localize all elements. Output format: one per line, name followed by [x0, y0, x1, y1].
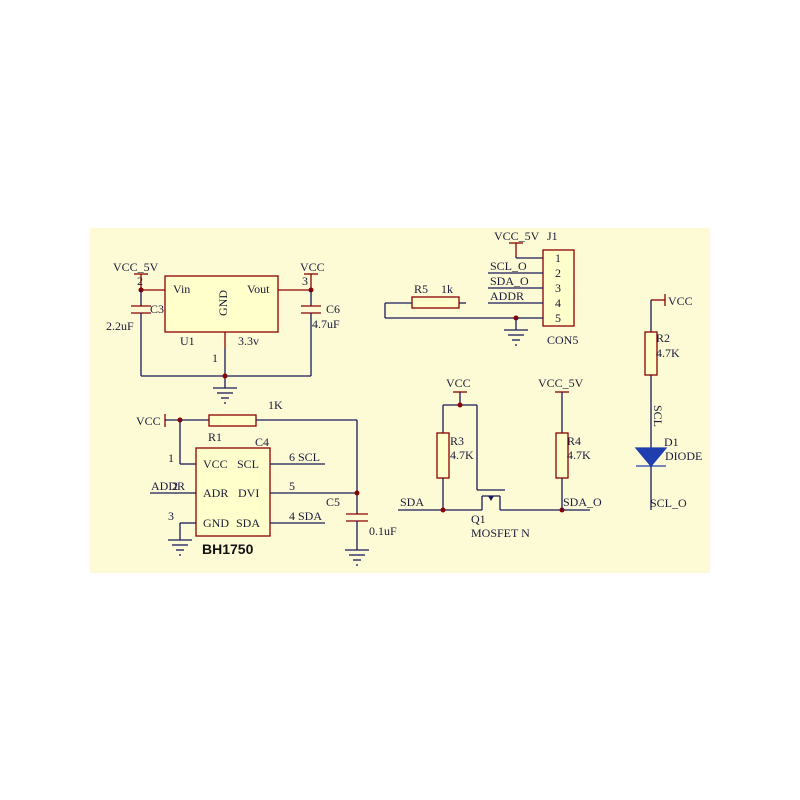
- sensor-num-2: 2: [172, 479, 178, 493]
- connector-name: CON5: [547, 333, 578, 347]
- sensor-num-6: 6: [289, 450, 295, 464]
- sensor-num-3: 3: [168, 509, 174, 523]
- c4-name: C4: [255, 435, 269, 449]
- regulator-vout-net: VCC: [300, 260, 325, 274]
- regulator-vout-pin: 3: [302, 274, 308, 288]
- connector-pin-4: 4: [555, 296, 561, 310]
- connector-designator: J1: [547, 229, 558, 243]
- regulator-section: VCC_5V 2 Vin Vout GND U1 3.3v 1 VCC 3 C3…: [106, 260, 340, 404]
- regulator-body: [164, 275, 279, 333]
- shifter-vcc-net: VCC: [446, 376, 471, 390]
- r1-body: [208, 414, 257, 427]
- r3-value: 4.7K: [450, 448, 474, 462]
- c3-name: C3: [150, 302, 164, 316]
- sensor-section: VCC R1 1K 1 C4 VCC SCL ADR DVI GND SDA B…: [136, 398, 397, 566]
- c3-value: 2.2uF: [106, 319, 134, 333]
- ground-symbol: [504, 329, 528, 346]
- sensor-pin-scl: SCL: [237, 457, 259, 471]
- level-shifter-section: VCC R3 4.7K Q1 MOSFET N SDA SDA_O VCC_5V…: [398, 376, 602, 540]
- connector-body: [542, 249, 575, 327]
- sensor-pin-adr: ADR: [203, 486, 228, 500]
- sensor-num-5: 5: [289, 479, 295, 493]
- sensor-chip-name: BH1750: [202, 541, 254, 557]
- regulator-vin-pin: 2: [137, 274, 143, 288]
- r1-value: 1K: [268, 398, 283, 412]
- regulator-vin-net: VCC_5V: [113, 260, 159, 274]
- sensor-num-1: 1: [168, 451, 174, 465]
- r3-body: [436, 432, 450, 479]
- sensor-pin-sda: SDA: [236, 516, 260, 530]
- regulator-designator: U1: [180, 334, 195, 348]
- junction-dot: [222, 373, 228, 379]
- d1-type: DIODE: [665, 449, 702, 463]
- sensor-pin-gnd: GND: [203, 516, 229, 530]
- r4-value: 4.7K: [567, 448, 591, 462]
- r1-name: R1: [208, 430, 222, 444]
- sensor-net-sda: SDA: [298, 509, 322, 523]
- junction-dot: [440, 507, 446, 513]
- sensor-body: [195, 447, 271, 537]
- regulator-value: 3.3v: [238, 334, 259, 348]
- junction-dot: [457, 402, 463, 408]
- r2-name: R2: [656, 331, 670, 345]
- r5-value: 1k: [441, 282, 453, 296]
- sensor-vcc-net: VCC: [136, 414, 161, 428]
- scl-section: VCC R2 4.7K SCL D1 DIODE SCL_O: [634, 294, 702, 510]
- c5-name: C5: [326, 495, 340, 509]
- connector-net-addr: ADDR: [490, 289, 524, 303]
- connector-net-scl-o: SCL_O: [490, 259, 527, 273]
- regulator-pin-vout: Vout: [247, 282, 270, 296]
- r4-name: R4: [567, 434, 581, 448]
- sensor-pin-vcc: VCC: [203, 457, 228, 471]
- r5-body: [411, 296, 460, 309]
- connector-pin-3: 3: [555, 281, 561, 295]
- mosfet-name: Q1: [471, 512, 486, 526]
- shifter-sda-in: SDA: [400, 495, 424, 509]
- ground-symbol: [345, 549, 369, 566]
- d1-name: D1: [664, 435, 679, 449]
- regulator-pin-gnd: GND: [216, 290, 230, 316]
- connector-pin-5: 5: [555, 311, 561, 325]
- regulator-gnd-pin: 1: [212, 351, 218, 365]
- connector-pin-2: 2: [555, 266, 561, 280]
- regulator-pin-vin: Vin: [173, 282, 190, 296]
- sensor-num-4: 4: [289, 509, 295, 523]
- r2-value: 4.7K: [656, 346, 680, 360]
- connector-net-vcc5: VCC_5V: [494, 229, 540, 243]
- scl-out-net: SCL_O: [650, 496, 687, 510]
- c6-value: 4.7uF: [312, 317, 340, 331]
- scl-net-label: SCL: [651, 405, 665, 427]
- r3-name: R3: [450, 434, 464, 448]
- ground-symbol: [168, 539, 192, 556]
- shifter-vcc5-net: VCC_5V: [538, 376, 584, 390]
- r5-name: R5: [414, 282, 428, 296]
- sensor-net-addr: ADDR: [151, 479, 185, 493]
- sensor-pin-dvi: DVI: [238, 486, 259, 500]
- junction-dot: [354, 490, 360, 496]
- c5-value: 0.1uF: [369, 524, 397, 538]
- ground-symbol: [213, 387, 237, 404]
- connector-pin-1: 1: [555, 251, 561, 265]
- d1-diode-triangle: [634, 447, 668, 468]
- shifter-sda-out: SDA_O: [563, 495, 602, 509]
- mosfet-type: MOSFET N: [471, 526, 530, 540]
- connector-net-sda-o: SDA_O: [490, 274, 529, 288]
- c6-name: C6: [326, 302, 340, 316]
- mosfet-arrow: [488, 496, 494, 501]
- scl-vcc-net: VCC: [668, 294, 693, 308]
- connector-section: VCC_5V J1 1 2 3 4 5 CON5 SCL_O SDA_O ADD…: [384, 229, 578, 347]
- sensor-net-scl: SCL: [298, 450, 320, 464]
